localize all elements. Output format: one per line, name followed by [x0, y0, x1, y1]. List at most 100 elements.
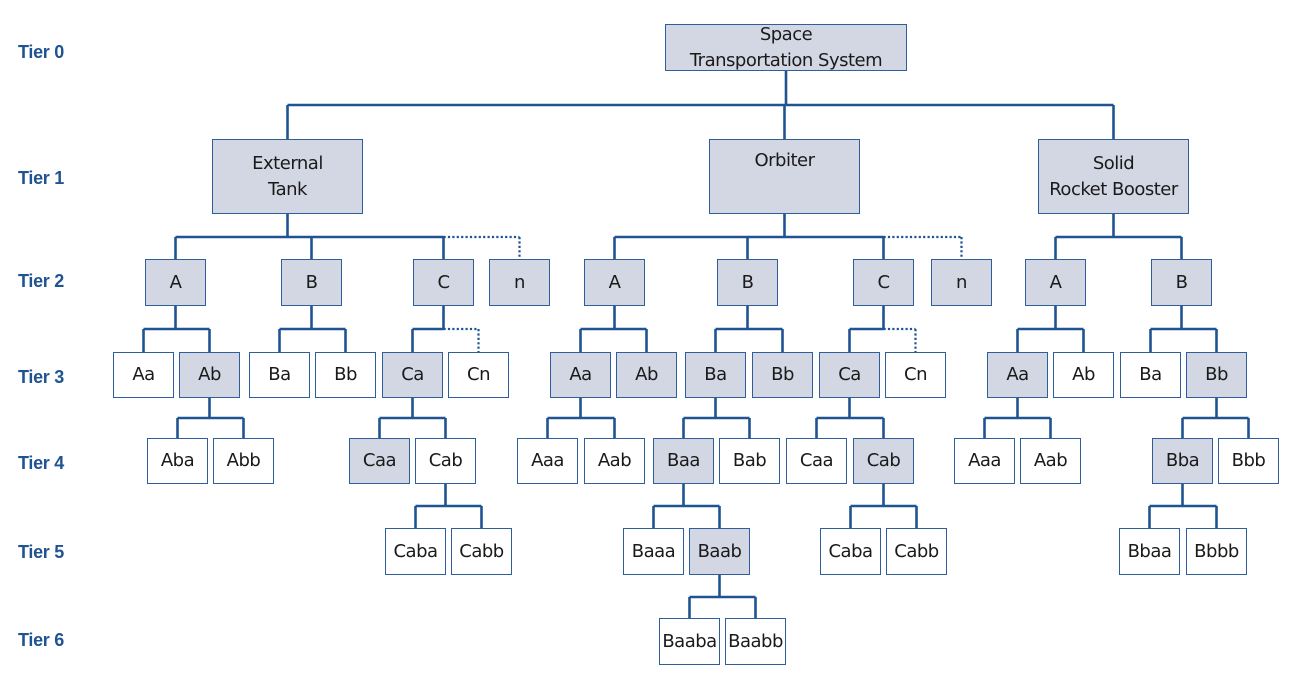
wbs-node-label: A	[169, 271, 182, 293]
wbs-node-orbiter: Orbiter	[709, 139, 860, 214]
wbs-node-bbbb: Bbbb	[1186, 528, 1247, 575]
wbs-node-aab: Aab	[1020, 438, 1081, 484]
wbs-node-ba: Ba	[685, 352, 746, 398]
wbs-node-aab: Aab	[584, 438, 645, 484]
wbs-node-bb: Bb	[315, 352, 376, 398]
wbs-node-label: Ab	[635, 364, 658, 385]
wbs-node-bb: Bb	[1186, 352, 1247, 398]
wbs-node-label: Ab	[1072, 364, 1095, 385]
wbs-node-label: Ba	[1139, 364, 1162, 385]
wbs-node-space-transportation-system: Space Transportation System	[665, 24, 907, 71]
wbs-node-n: n	[931, 259, 992, 306]
wbs-node-bab: Bab	[719, 438, 780, 484]
wbs-node-caba: Caba	[385, 528, 446, 575]
wbs-node-a: A	[145, 259, 206, 306]
tier-label-6: Tier 6	[18, 630, 64, 650]
wbs-node-baab: Baab	[689, 528, 750, 575]
wbs-node-label: Bb	[334, 364, 357, 385]
wbs-node-ca: Ca	[819, 352, 880, 398]
wbs-node-label: Solid Rocket Booster	[1049, 152, 1178, 200]
wbs-node-caa: Caa	[349, 438, 410, 484]
tier-label-5: Tier 5	[18, 542, 64, 562]
wbs-node-solid-rocket-booster: Solid Rocket Booster	[1038, 139, 1189, 214]
wbs-node-ab: Ab	[616, 352, 677, 398]
wbs-node-abb: Abb	[213, 438, 274, 484]
wbs-node-label: Bbaa	[1127, 540, 1172, 562]
wbs-node-label: Abb	[226, 450, 261, 471]
wbs-node-label: Ab	[198, 364, 221, 385]
wbs-node-label: Bab	[732, 450, 767, 471]
wbs-node-label: Cabb	[459, 540, 504, 562]
wbs-node-label: Baabb	[728, 630, 783, 652]
wbs-node-bbaa: Bbaa	[1119, 528, 1180, 575]
wbs-node-ab: Ab	[1053, 352, 1114, 398]
wbs-node-label: Cn	[467, 364, 490, 385]
wbs-node-label: Ca	[838, 364, 861, 385]
wbs-node-b: B	[281, 259, 342, 306]
wbs-node-bba: Bba	[1152, 438, 1213, 484]
wbs-node-label: Bbb	[1231, 450, 1266, 471]
wbs-node-label: Ca	[401, 364, 424, 385]
tier-label-4: Tier 4	[18, 453, 64, 473]
wbs-node-external-tank: External Tank	[212, 139, 363, 214]
wbs-node-label: Cn	[904, 364, 927, 385]
wbs-node-bb: Bb	[752, 352, 813, 398]
wbs-node-label: C	[877, 271, 890, 293]
wbs-node-aa: Aa	[113, 352, 174, 398]
wbs-node-label: Bb	[1205, 364, 1228, 385]
wbs-node-label: A	[608, 271, 621, 293]
wbs-node-label: Ba	[268, 364, 291, 385]
wbs-node-cabb: Cabb	[886, 528, 947, 575]
wbs-node-label: Caba	[393, 540, 438, 562]
tier-label-2: Tier 2	[18, 271, 64, 291]
wbs-node-aaa: Aaa	[517, 438, 578, 484]
wbs-node-label: Baab	[697, 540, 742, 562]
wbs-node-label: Baaa	[631, 540, 676, 562]
wbs-node-baa: Baa	[653, 438, 714, 484]
wbs-node-label: Aab	[1033, 450, 1068, 471]
wbs-node-label: Baa	[667, 450, 700, 471]
wbs-node-label: Aaa	[968, 450, 1001, 471]
wbs-node-label: Ba	[704, 364, 727, 385]
wbs-node-label: Bbbb	[1194, 540, 1239, 562]
wbs-node-c: C	[413, 259, 474, 306]
wbs-node-bbb: Bbb	[1218, 438, 1279, 484]
wbs-node-label: A	[1049, 271, 1062, 293]
tier-label-0: Tier 0	[18, 42, 64, 62]
wbs-node-aa: Aa	[987, 352, 1048, 398]
tier-label-3: Tier 3	[18, 367, 64, 387]
wbs-node-caa: Caa	[786, 438, 847, 484]
wbs-node-label: Cab	[428, 450, 463, 471]
wbs-node-label: B	[1175, 271, 1188, 293]
wbs-node-c: C	[853, 259, 914, 306]
wbs-node-label: Aa	[569, 364, 592, 385]
wbs-node-label: C	[437, 271, 450, 293]
wbs-node-label: Aba	[160, 450, 195, 471]
wbs-node-label: Aaa	[531, 450, 564, 471]
tier-label-1: Tier 1	[18, 168, 64, 188]
wbs-node-caba: Caba	[820, 528, 881, 575]
wbs-node-label: Cabb	[894, 540, 939, 562]
wbs-node-label: Space Transportation System	[689, 23, 883, 71]
wbs-node-baabb: Baabb	[725, 618, 786, 665]
wbs-node-label: Baaba	[662, 630, 717, 652]
wbs-node-label: Bb	[771, 364, 794, 385]
wbs-node-b: B	[1151, 259, 1212, 306]
wbs-node-aba: Aba	[147, 438, 208, 484]
wbs-node-label: Aa	[132, 364, 155, 385]
wbs-node-ba: Ba	[1120, 352, 1181, 398]
wbs-node-label: Bba	[1165, 450, 1200, 471]
wbs-node-label: B	[741, 271, 754, 293]
wbs-node-n: n	[489, 259, 550, 306]
wbs-node-a: A	[1025, 259, 1086, 306]
wbs-node-label: Caa	[799, 450, 834, 471]
wbs-node-a: A	[584, 259, 645, 306]
wbs-node-label: Aab	[597, 450, 632, 471]
wbs-node-label: Caa	[362, 450, 397, 471]
wbs-node-label: n	[514, 271, 525, 293]
wbs-node-aa: Aa	[550, 352, 611, 398]
wbs-node-cab: Cab	[853, 438, 914, 484]
wbs-node-ab: Ab	[179, 352, 240, 398]
